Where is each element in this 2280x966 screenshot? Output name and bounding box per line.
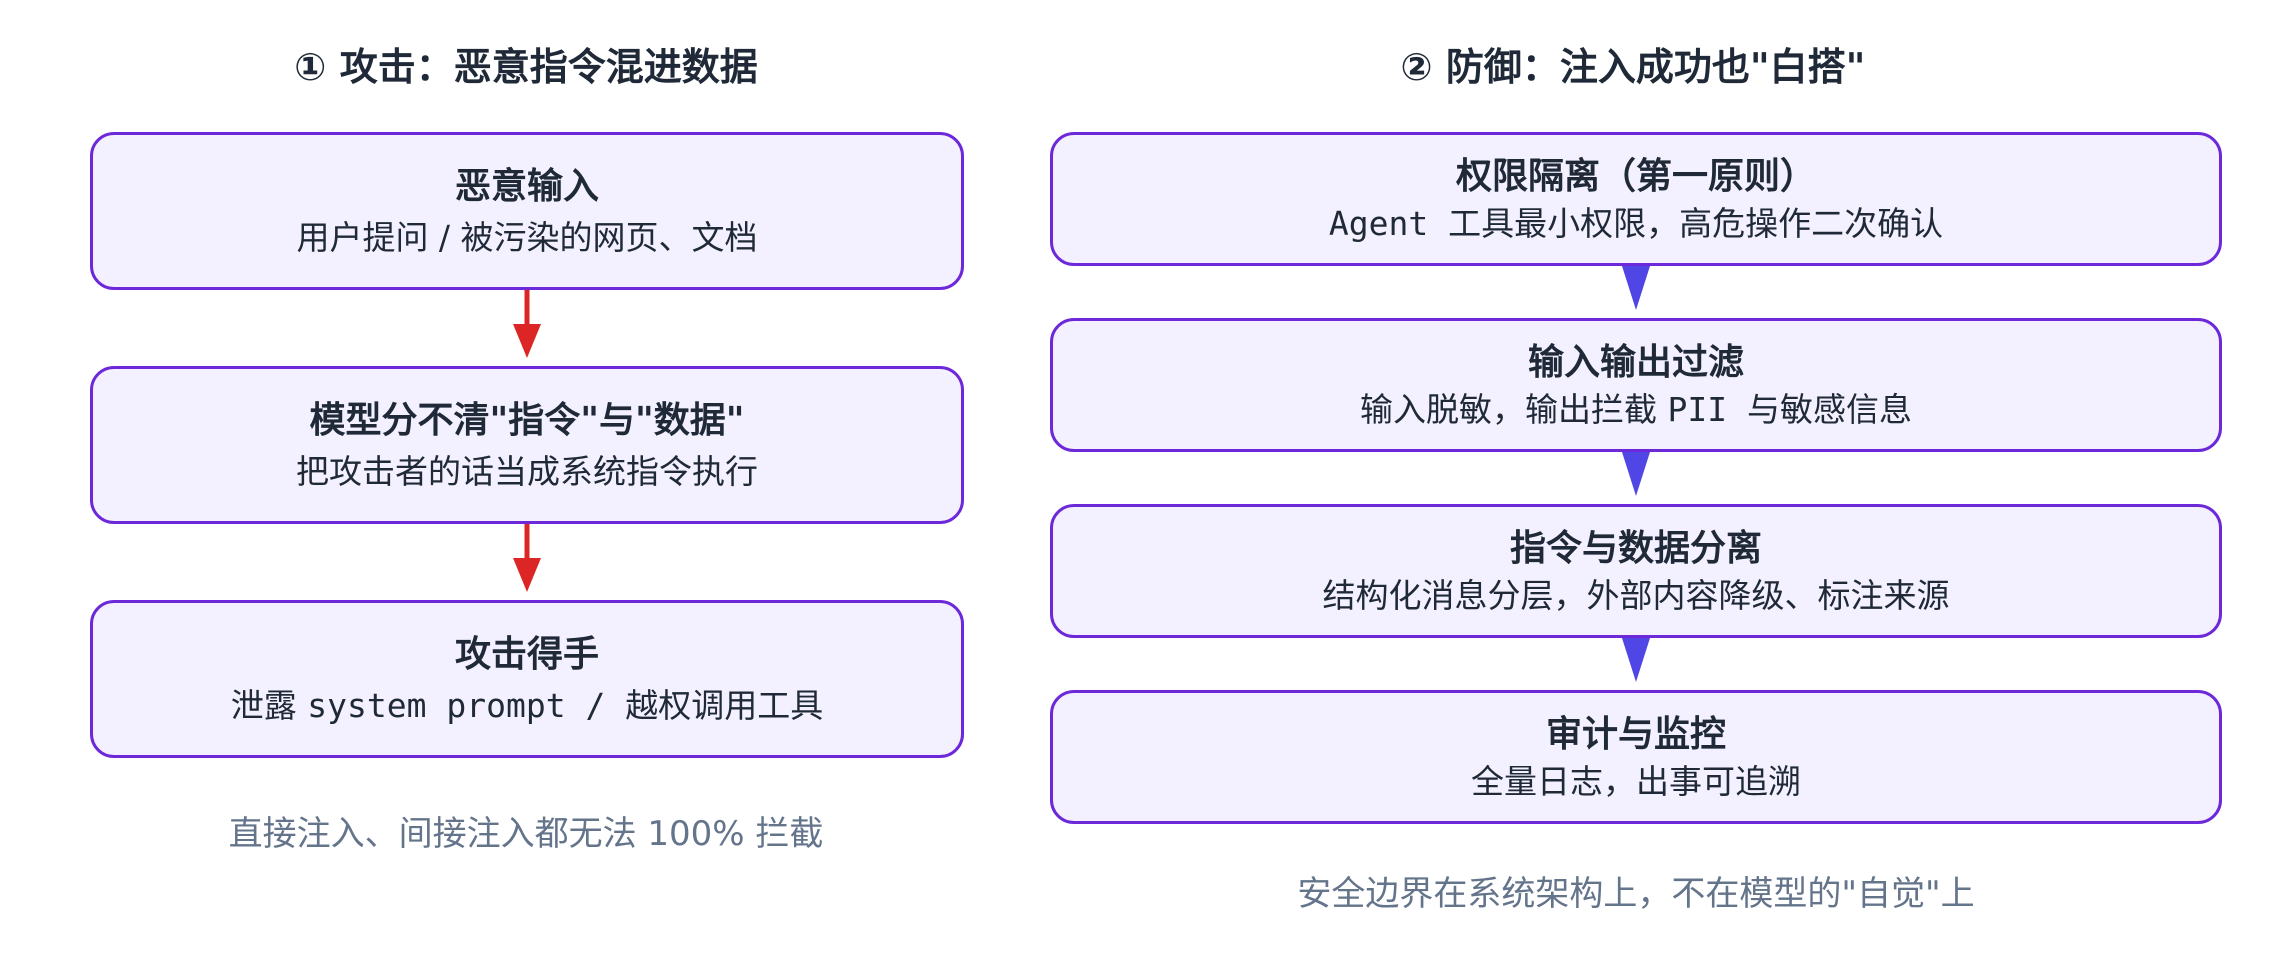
defense-arrow-2 — [1622, 452, 1650, 496]
privilege-isolation-title: 权限隔离（第一原则） — [1455, 155, 1816, 197]
malicious-input-title: 恶意输入 — [454, 165, 599, 207]
defense-note: 安全边界在系统架构上，不在模型的"自觉"上 — [1297, 874, 1975, 914]
model-confusion-title: 模型分不清"指令"与"数据" — [309, 399, 745, 441]
privilege-isolation-subtitle-post: 工具最小权限，高危操作二次确认 — [1448, 203, 1944, 243]
audit-monitor-title: 审计与监控 — [1545, 713, 1726, 755]
model-confusion-box: 模型分不清"指令"与"数据" 把攻击者的话当成系统指令执行 — [90, 366, 964, 524]
attack-panel-title: ① 攻击：恶意指令混进数据 — [294, 45, 758, 89]
privilege-isolation-subtitle-code: Agent — [1328, 203, 1449, 243]
attack-arrow-2 — [513, 524, 541, 592]
model-confusion-subtitle: 把攻击者的话当成系统指令执行 — [296, 451, 758, 491]
attack-success-subtitle: 泄露 system prompt / 越权调用工具 — [231, 685, 823, 726]
privilege-isolation-subtitle: Agent 工具最小权限，高危操作二次确认 — [1329, 203, 1943, 244]
attack-success-subtitle-pre: 泄露 — [230, 685, 308, 725]
audit-monitor-subtitle: 全量日志，出事可追溯 — [1471, 761, 1801, 801]
instruction-data-separation-box: 指令与数据分离 结构化消息分层，外部内容降级、标注来源 — [1050, 504, 2222, 638]
malicious-input-box: 恶意输入 用户提问 / 被污染的网页、文档 — [90, 132, 964, 290]
defense-arrow-3 — [1622, 638, 1650, 682]
defense-arrow-1 — [1622, 266, 1650, 310]
io-filter-subtitle: 输入脱敏，输出拦截 PII 与敏感信息 — [1360, 389, 1912, 430]
attack-success-subtitle-code: system prompt / — [307, 685, 626, 725]
attack-success-box: 攻击得手 泄露 system prompt / 越权调用工具 — [90, 600, 964, 758]
attack-note: 直接注入、间接注入都无法 100% 拦截 — [228, 814, 824, 854]
audit-monitor-box: 审计与监控 全量日志，出事可追溯 — [1050, 690, 2222, 824]
malicious-input-subtitle: 用户提问 / 被污染的网页、文档 — [296, 217, 758, 257]
io-filter-box: 输入输出过滤 输入脱敏，输出拦截 PII 与敏感信息 — [1050, 318, 2222, 452]
attack-success-subtitle-post: 越权调用工具 — [625, 685, 824, 725]
attack-arrow-1 — [513, 290, 541, 358]
io-filter-subtitle-pre: 输入脱敏，输出拦截 — [1360, 389, 1668, 429]
instruction-data-separation-title: 指令与数据分离 — [1509, 527, 1762, 569]
io-filter-subtitle-code: PII — [1667, 389, 1747, 429]
defense-panel-title: ② 防御：注入成功也"白搭" — [1400, 45, 1866, 89]
privilege-isolation-box: 权限隔离（第一原则） Agent 工具最小权限，高危操作二次确认 — [1050, 132, 2222, 266]
io-filter-subtitle-post: 与敏感信息 — [1746, 389, 1912, 429]
instruction-data-separation-subtitle: 结构化消息分层，外部内容降级、标注来源 — [1322, 575, 1950, 615]
attack-success-title: 攻击得手 — [454, 633, 599, 675]
io-filter-title: 输入输出过滤 — [1527, 341, 1744, 383]
